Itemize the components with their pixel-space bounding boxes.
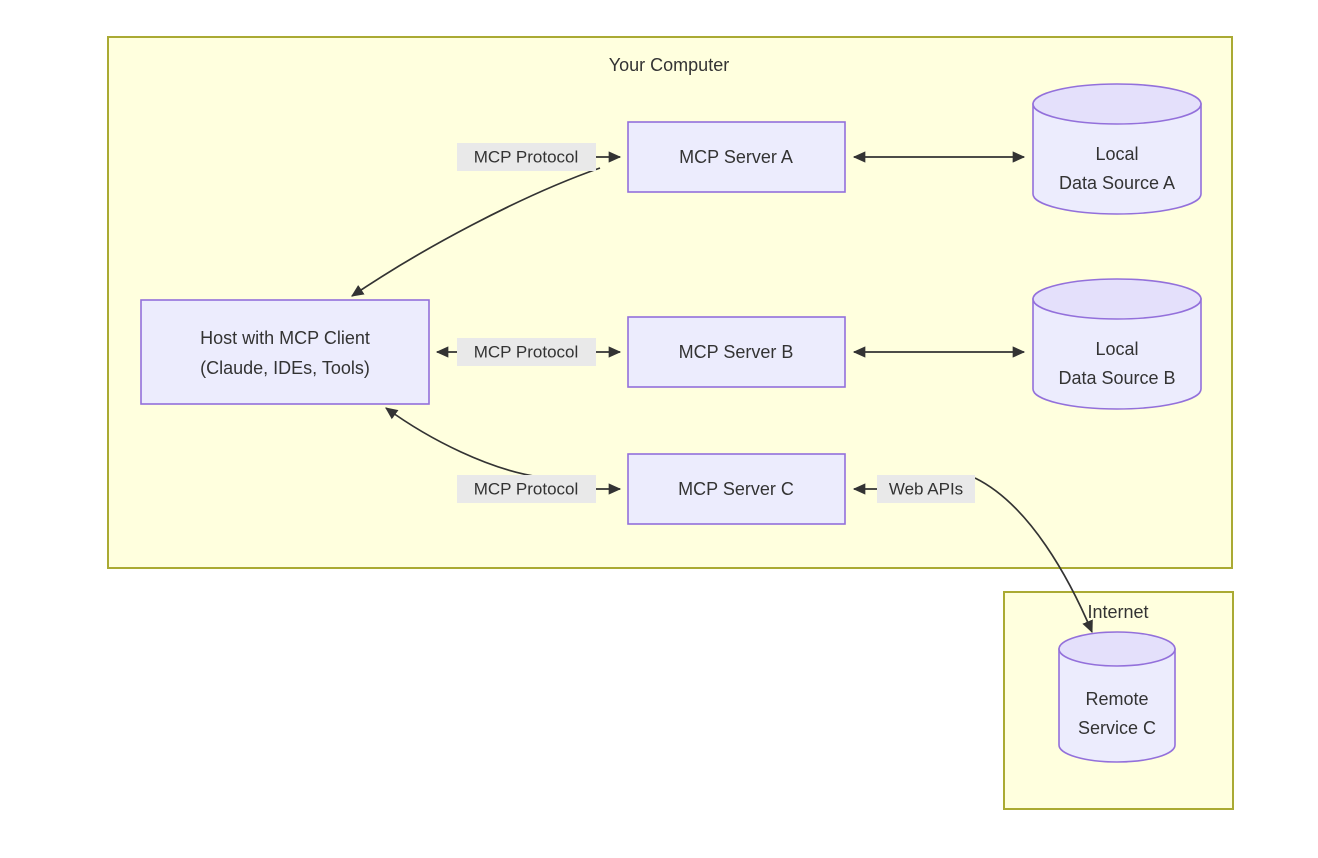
node-data-source-a-label-line2: Data Source A [1059,173,1175,193]
edge-label-web-apis: Web APIs [877,475,975,503]
edge-label-host-server-c: MCP Protocol [457,475,596,503]
edge-server-c-remote-c-curve [974,477,1093,634]
group-internet-label: Internet [1087,602,1148,622]
node-server-a-rect[interactable] [627,121,846,193]
node-data-source-b[interactable]: Local Data Source B [1032,278,1202,410]
node-data-source-a[interactable]: Local Data Source A [1032,83,1202,215]
node-server-a-label: MCP Server A [679,147,793,167]
edge-label-host-server-b: MCP Protocol [457,338,596,366]
node-data-source-b-label-line2: Data Source B [1058,368,1175,388]
node-server-c-label: MCP Server C [678,479,794,499]
edge-label-host-server-a: MCP Protocol [457,143,596,171]
node-remote-service-c-body[interactable] [1058,648,1176,763]
node-server-c-rect[interactable] [627,453,846,525]
node-server-b[interactable]: MCP Server B [627,316,846,388]
node-data-source-a-label-line1: Local [1095,144,1138,164]
node-server-b-label: MCP Server B [679,342,794,362]
edge-label-host-server-a-bg [457,143,596,171]
node-data-source-b-body[interactable] [1032,298,1202,410]
node-host-label-line1: Host with MCP Client [200,328,370,348]
node-remote-service-c-top [1058,631,1176,667]
node-remote-service-c-label-line1: Remote [1085,689,1148,709]
edge-label-host-server-a-text: MCP Protocol [474,147,579,166]
node-server-a[interactable]: MCP Server A [627,121,846,193]
node-host-label-line2: (Claude, IDEs, Tools) [200,358,370,378]
group-your-computer-label: Your Computer [609,55,729,75]
edge-label-host-server-c-bg [457,475,596,503]
edge-label-host-server-b-text: MCP Protocol [474,342,579,361]
edge-label-web-apis-bg [877,475,975,503]
node-server-b-rect[interactable] [627,316,846,388]
node-data-source-b-label-line1: Local [1095,339,1138,359]
group-internet: Internet [1003,591,1234,810]
node-data-source-a-top [1032,83,1202,125]
group-internet-rect [1003,591,1234,810]
edge-host-server-c-curve [385,407,541,478]
edge-label-host-server-b-bg [457,338,596,366]
node-host-rect[interactable] [140,299,430,405]
node-remote-service-c[interactable]: Remote Service C [1058,631,1176,763]
node-data-source-b-top [1032,278,1202,320]
node-remote-service-c-label-line2: Service C [1078,718,1156,738]
edge-label-host-server-c-text: MCP Protocol [474,479,579,498]
edge-host-server-a-curve [351,167,601,297]
node-host[interactable]: Host with MCP Client (Claude, IDEs, Tool… [140,299,430,405]
edge-label-web-apis-text: Web APIs [889,479,963,498]
node-server-c[interactable]: MCP Server C [627,453,846,525]
node-data-source-a-body[interactable] [1032,103,1202,215]
